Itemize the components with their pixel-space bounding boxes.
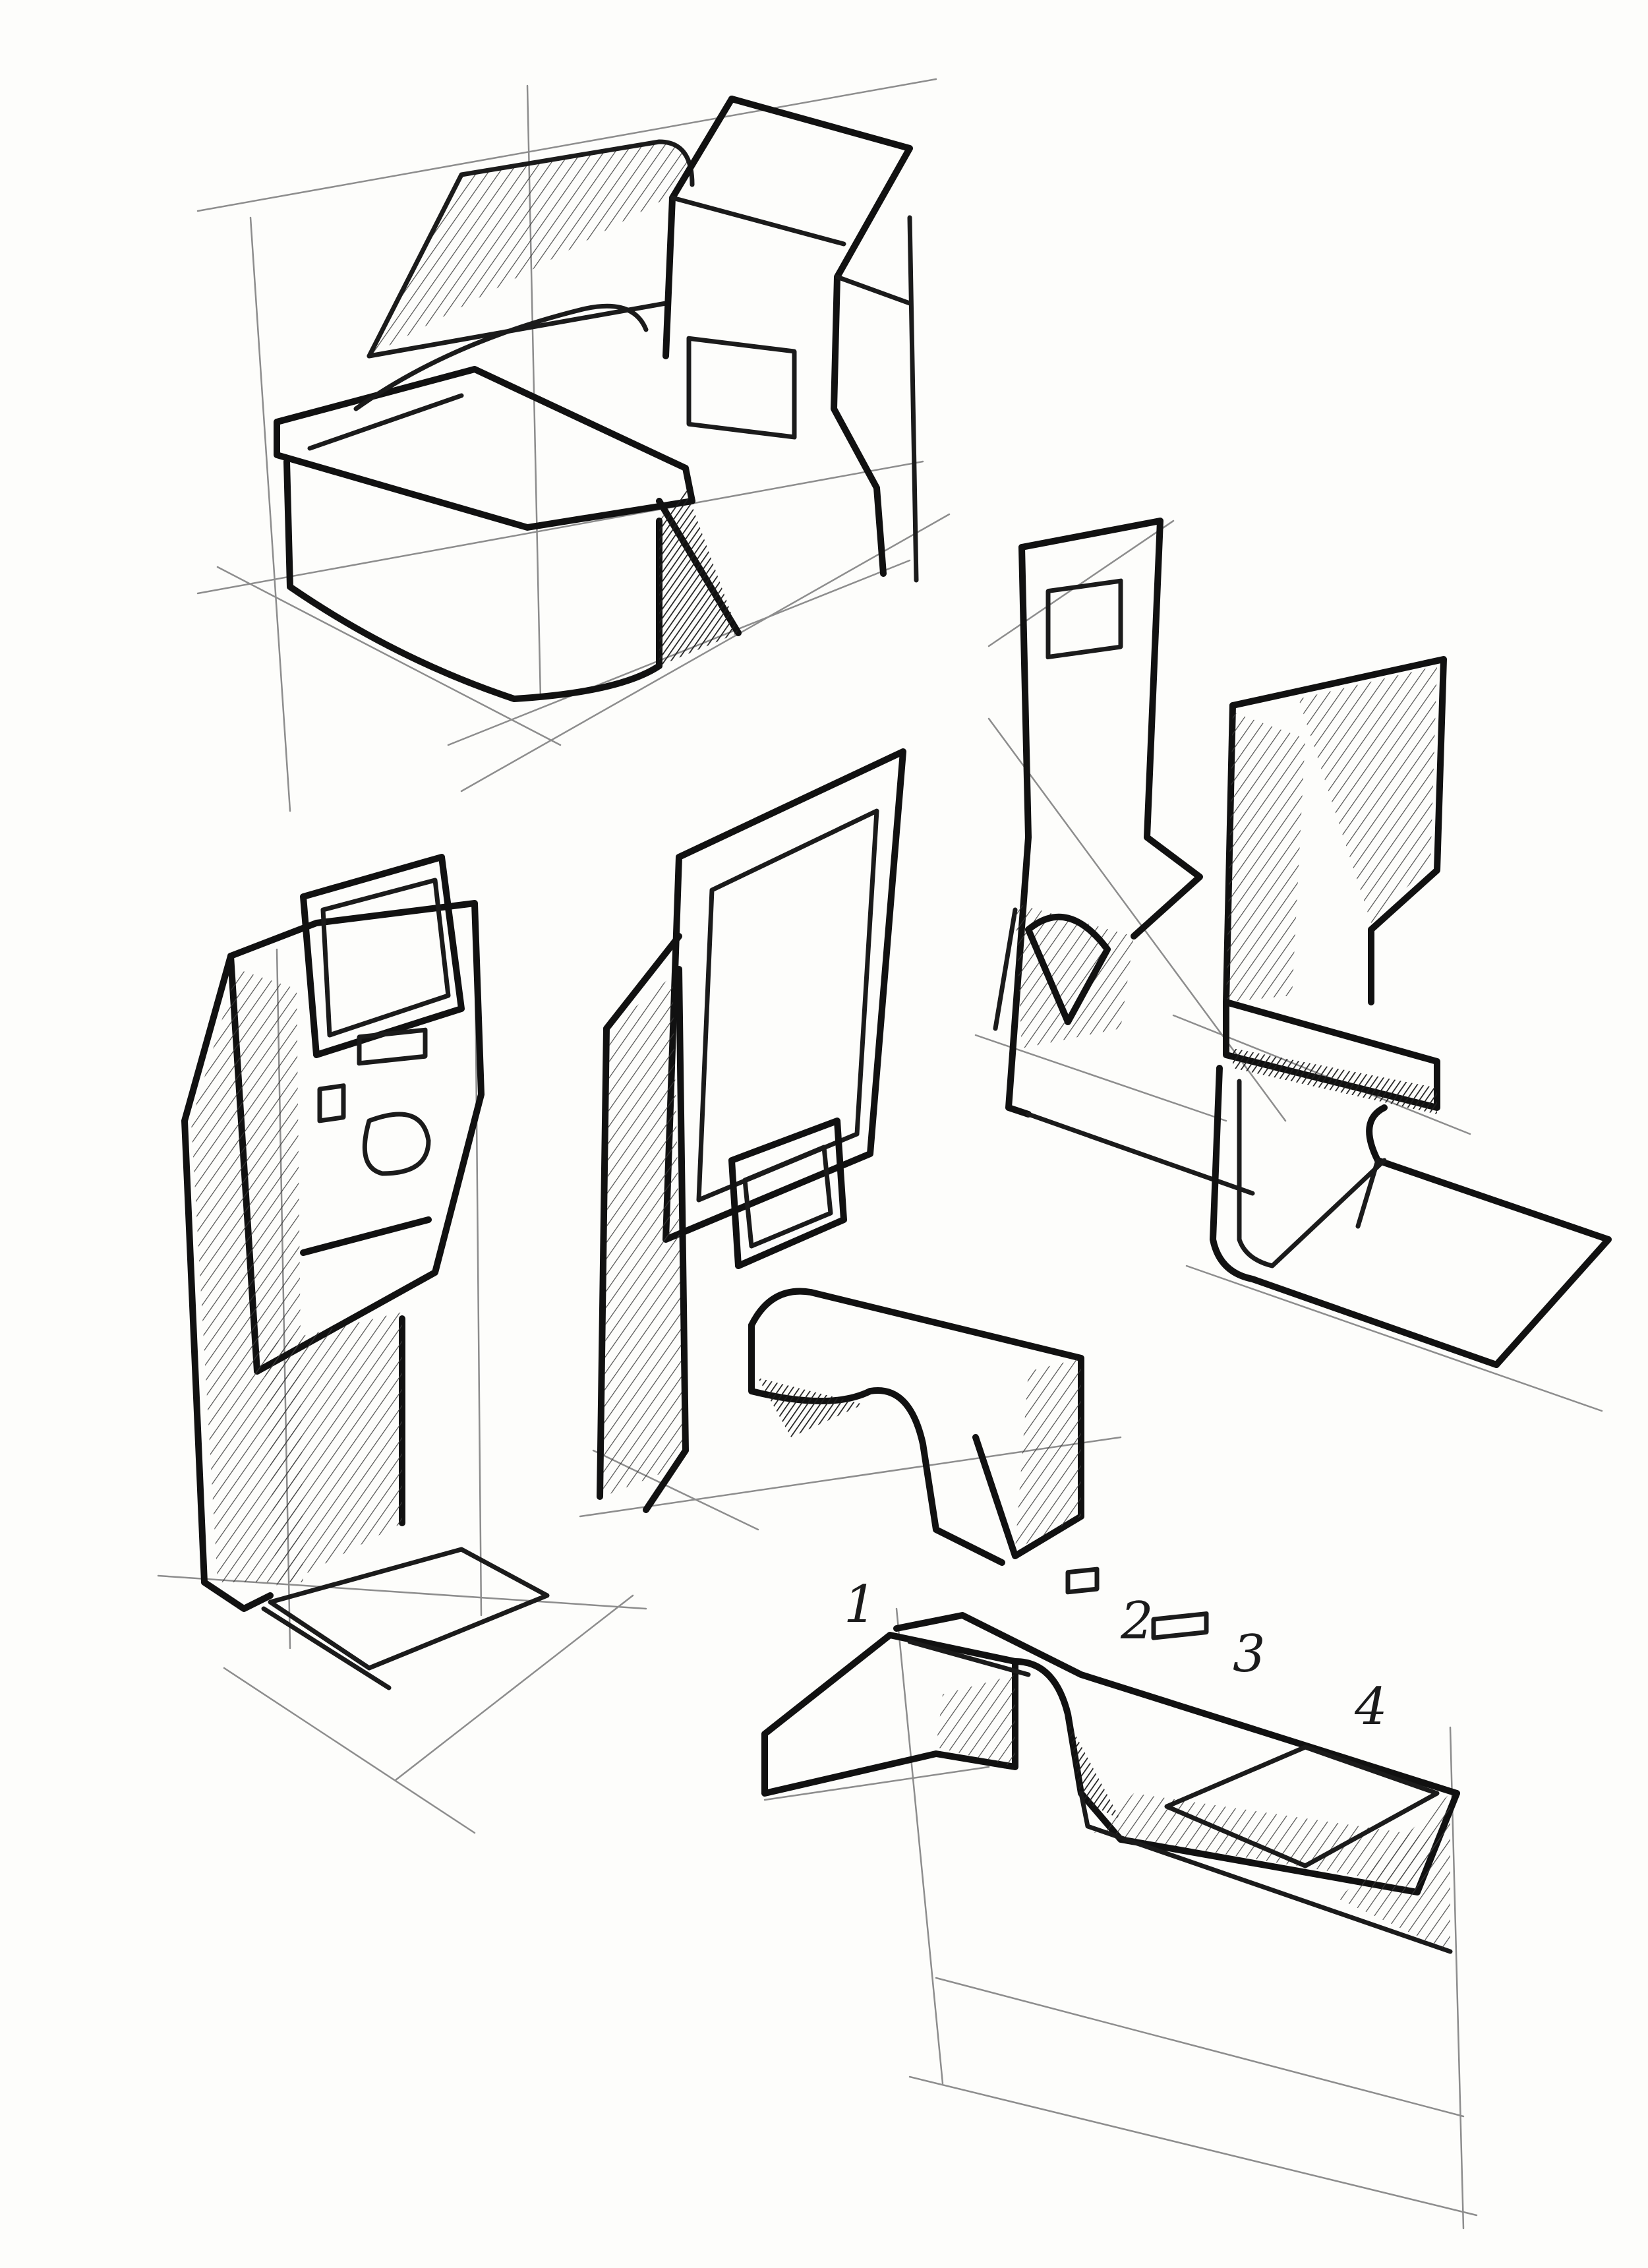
- curved-shell-seat-sketch: [1172, 656, 1612, 1412]
- kiosk-counter-sketch: [196, 78, 951, 812]
- panel-bench-sketch: [579, 748, 1122, 1566]
- atm-kiosk-sketch: [157, 854, 647, 1834]
- callout-2: 2: [1120, 1592, 1154, 1651]
- tall-seat-kiosk-sketch: [974, 518, 1287, 1196]
- callout-3: 3: [1233, 1625, 1266, 1684]
- counter-module-sketch: 1 2 3 4: [761, 1567, 1478, 2230]
- callout-4: 4: [1354, 1677, 1388, 1737]
- callout-1: 1: [844, 1575, 877, 1634]
